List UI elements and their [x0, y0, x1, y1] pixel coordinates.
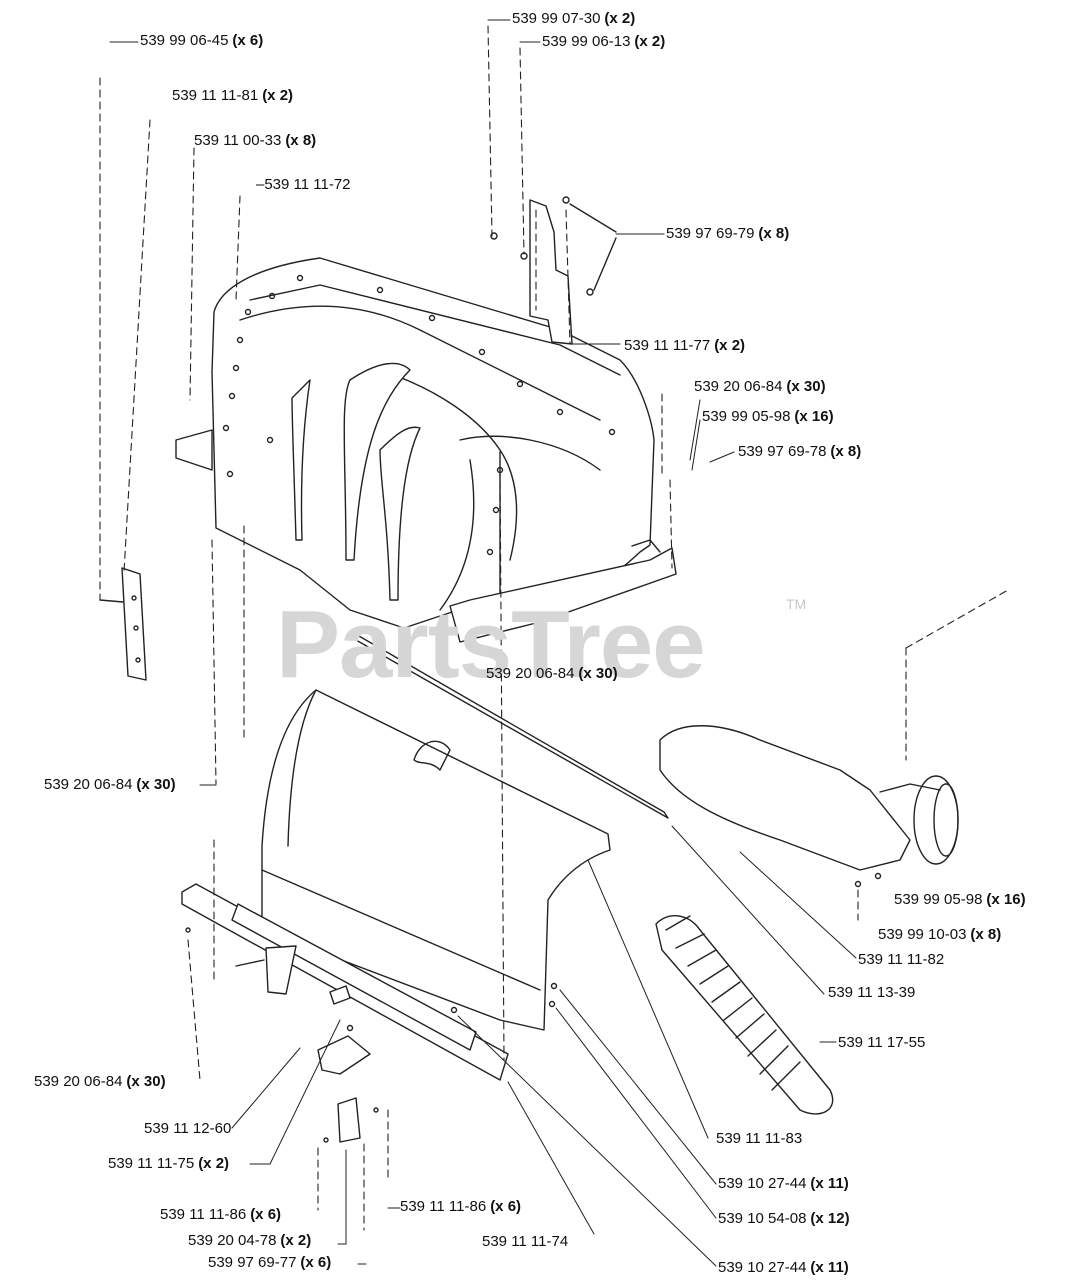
discharge-elbow: [659, 725, 959, 888]
callout-539-20-06-84-left: 539 20 06-84(x 30): [44, 776, 176, 793]
hood-mount-bracket: [490, 196, 617, 345]
callout-539-99-05-98-upper: 539 99 05-98(x 16): [702, 408, 834, 425]
callout-539-11-11-77: 539 11 11-77(x 2): [624, 337, 746, 354]
explode-guide-lines: [99, 25, 1009, 1231]
callout-539-11-00-33: 539 11 00-33(x 8): [194, 132, 317, 149]
callout-539-99-05-98-lower: 539 99 05-98(x 16): [894, 891, 1026, 908]
callout-539-11-11-75: 539 11 11-75(x 2): [108, 1155, 230, 1172]
callout-539-99-10-03: 539 99 10-03(x 8): [878, 926, 1002, 943]
seal-strip: [351, 631, 669, 819]
callout-539-10-27-44-lower: 539 10 27-44(x 11): [718, 1259, 849, 1276]
partstree-watermark: PartsTree: [276, 591, 706, 698]
callout-539-11-11-86-right: 539 11 11-86(x 6): [400, 1198, 522, 1215]
callout-539-99-06-45: 539 99 06-45(x 6): [140, 32, 264, 49]
left-side-bracket: [99, 567, 147, 681]
callout-539-97-69-77: 539 97 69-77(x 6): [208, 1254, 332, 1271]
callout-539-11-12-60: 539 11 12-60: [144, 1120, 232, 1137]
callout-539-20-06-84-center: 539 20 06-84(x 30): [486, 665, 618, 682]
callout-539-11-17-55: 539 11 17-55: [838, 1034, 926, 1051]
lower-frame-assembly: [181, 883, 558, 1143]
lower-deflector-cover: [261, 689, 611, 1031]
callout-539-11-11-72: –539 11 11-72: [256, 176, 351, 193]
callout-539-11-11-86-left: 539 11 11-86(x 6): [160, 1206, 282, 1223]
callout-539-99-06-13: 539 99 06-13(x 2): [542, 33, 666, 50]
callout-539-11-11-82: 539 11 11-82: [858, 951, 945, 968]
callout-539-99-07-30: 539 99 07-30(x 2): [512, 10, 636, 27]
trademark-mark: TM: [786, 596, 807, 612]
callout-539-10-27-44-upper: 539 10 27-44(x 11): [718, 1175, 849, 1192]
callout-539-11-11-74: 539 11 11-74: [482, 1233, 569, 1250]
flex-hose: [655, 915, 834, 1115]
callout-539-97-69-79: 539 97 69-79(x 8): [666, 225, 790, 242]
main-hood-cover: [175, 257, 677, 643]
callout-leaders: [109, 19, 857, 1267]
callout-539-20-06-84-bottom-left: 539 20 06-84(x 30): [34, 1073, 166, 1090]
callout-539-11-13-39: 539 11 13-39: [828, 984, 916, 1001]
callout-539-11-11-83: 539 11 11-83: [716, 1130, 803, 1147]
callout-539-20-06-84-top-right: 539 20 06-84(x 30): [694, 378, 826, 395]
callout-539-20-04-78: 539 20 04-78(x 2): [188, 1232, 312, 1249]
callout-539-97-69-78: 539 97 69-78(x 8): [738, 443, 862, 460]
callout-539-11-11-81: 539 11 11-81(x 2): [172, 87, 294, 104]
callout-539-10-54-08: 539 10 54-08(x 12): [718, 1210, 850, 1227]
